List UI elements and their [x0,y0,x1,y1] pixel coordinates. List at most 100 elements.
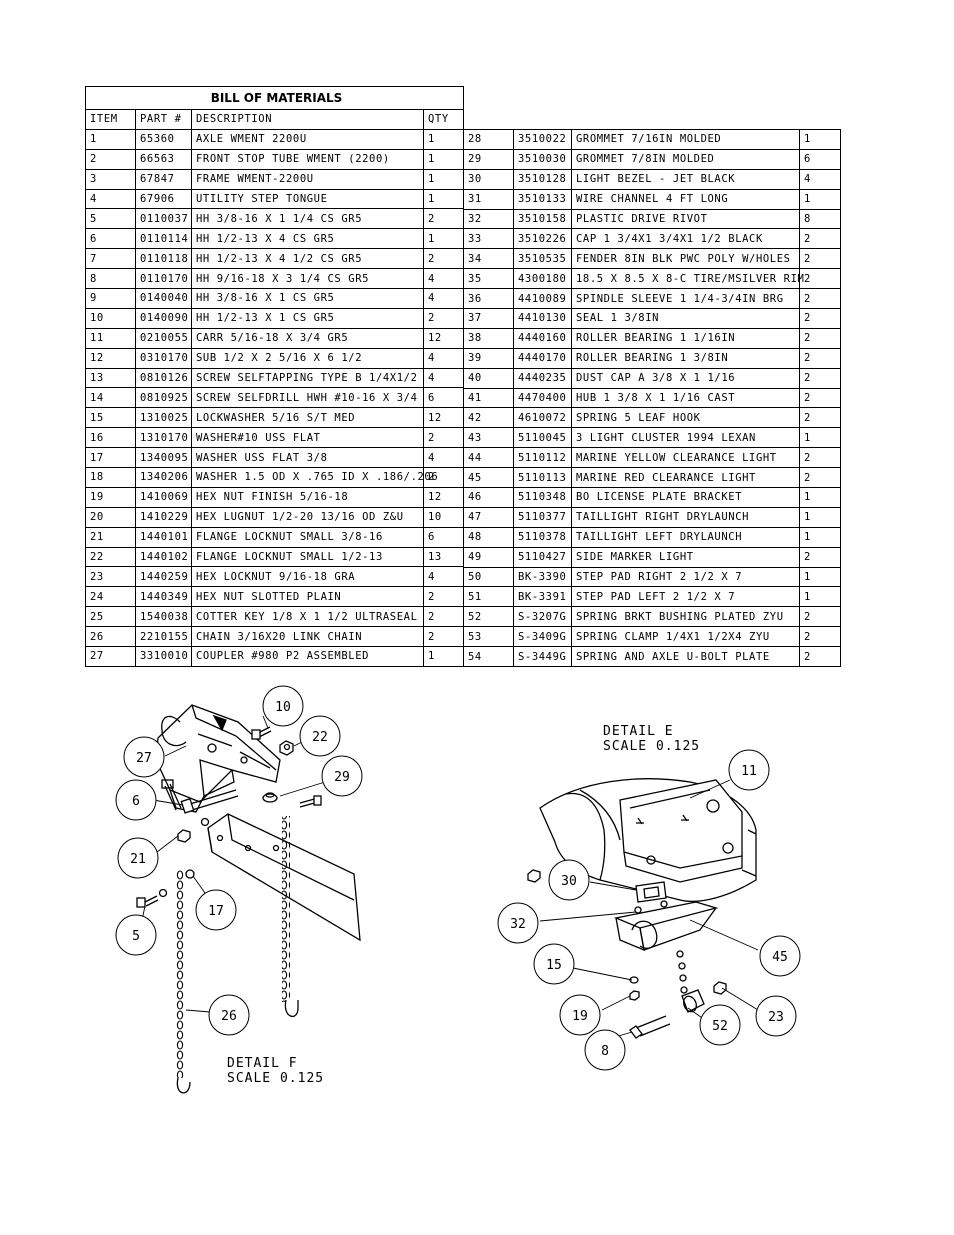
callout-number: 26 [221,1009,237,1024]
callout-number: 19 [572,1009,588,1024]
bom-cell-description: HH 1/2-13 X 1 CS GR5 [191,307,424,329]
bom-cell-part: 67847 [135,168,192,190]
bom-cell-description: CHAIN 3/16X20 LINK CHAIN [191,626,424,648]
bom-cell-qty: 12 [423,407,464,429]
bracket-part [613,900,719,952]
bom-cell-part: 5110348 [513,487,572,508]
bom-cell-description: CARR 5/16-18 X 3/4 GR5 [191,327,424,349]
bom-cell-item: 34 [463,248,514,270]
bom-cell-description: 18.5 X 8.5 X 8-C TIRE/MSILVER RIM [571,268,804,290]
fender-frame-part [539,778,757,903]
bom-cell-description: LOCKWASHER 5/16 S/T MED [191,407,424,429]
bom-cell-qty: 1 [423,646,464,667]
callout-number: 21 [130,852,146,867]
callout-circle [208,994,250,1036]
callout-11: 11 [728,749,770,791]
bom-cell-description: SCREW SELFTAPPING TYPE B 1/4X1/2 [191,367,424,389]
bom-cell-description: PLASTIC DRIVE RIVOT [571,208,800,230]
spring-hardware-parts [527,869,727,1039]
callout-number: 45 [772,950,788,965]
callout-circle [262,685,304,727]
bom-cell-description: COTTER KEY 1/8 X 1 1/2 ULTRASEAL [191,606,424,628]
callout-number: 8 [601,1044,609,1059]
bom-cell-item: 33 [463,228,514,250]
callout-number: 30 [561,874,577,889]
header-qty: QTY [423,109,464,130]
bom-cell-part: 3510133 [513,188,572,210]
bom-cell-part: 1340095 [135,447,192,469]
callout-23: 23 [755,995,797,1037]
callout-10: 10 [262,685,304,727]
bom-cell-part: 5110112 [513,447,572,469]
callout-52: 52 [699,1004,741,1046]
coupler-part [155,704,281,813]
bom-cell-description: SPRING BRKT BUSHING PLATED ZYU [571,606,800,628]
callout-15: 15 [533,943,575,985]
callout-45: 45 [759,935,801,977]
bom-cell-item: 44 [463,447,514,469]
bom-cell-description: UTILITY STEP TONGUE [191,188,424,210]
bom-cell-item: 45 [463,467,514,489]
bom-cell-description: TAILLIGHT RIGHT DRYLAUNCH [571,506,800,528]
callout-circle [115,779,157,821]
detail-e-drawing [527,778,757,1039]
callout-number: 10 [275,700,291,715]
detail-e-label: DETAIL E [603,724,674,739]
bom-table-left: BILL OF MATERIALS ITEM PART # DESCRIPTIO… [85,86,464,667]
bom-title: BILL OF MATERIALS [85,86,464,110]
callout-circle [728,749,770,791]
callout-circle [195,889,237,931]
bom-cell-part: 4610072 [513,407,572,429]
bom-cell-item: 54 [463,646,514,668]
detail-f-label: DETAIL F [227,1056,298,1071]
bom-cell-qty: 1 [799,129,841,150]
bom-cell-item: 25 [85,606,136,628]
bom-cell-description: GROMMET 7/16IN MOLDED [571,129,800,150]
callout-22: 22 [299,715,341,757]
callout-number: 29 [334,770,350,785]
callout-27: 27 [123,736,165,778]
bom-header-row: ITEM PART # DESCRIPTION QTY [85,109,464,130]
bom-cell-description: WASHER 1.5 OD X .765 ID X .186/.206 [191,467,438,488]
callout-circle [299,715,341,757]
callout-circle [321,755,363,797]
bom-cell-description: HH 9/16-18 X 3 1/4 CS GR5 [191,268,424,290]
callout-19: 19 [559,994,601,1036]
bom-cell-part: 1440102 [135,546,192,568]
bom-cell-part: 0110037 [135,208,192,230]
callout-number: 6 [132,794,140,809]
light-bezel-part [635,881,667,903]
bom-cell-qty: 2 [799,646,841,668]
callout-30: 30 [548,859,590,901]
bom-cell-part: 1440101 [135,526,192,548]
callout-29: 29 [321,755,363,797]
bom-cell-part: 4440160 [513,327,572,349]
